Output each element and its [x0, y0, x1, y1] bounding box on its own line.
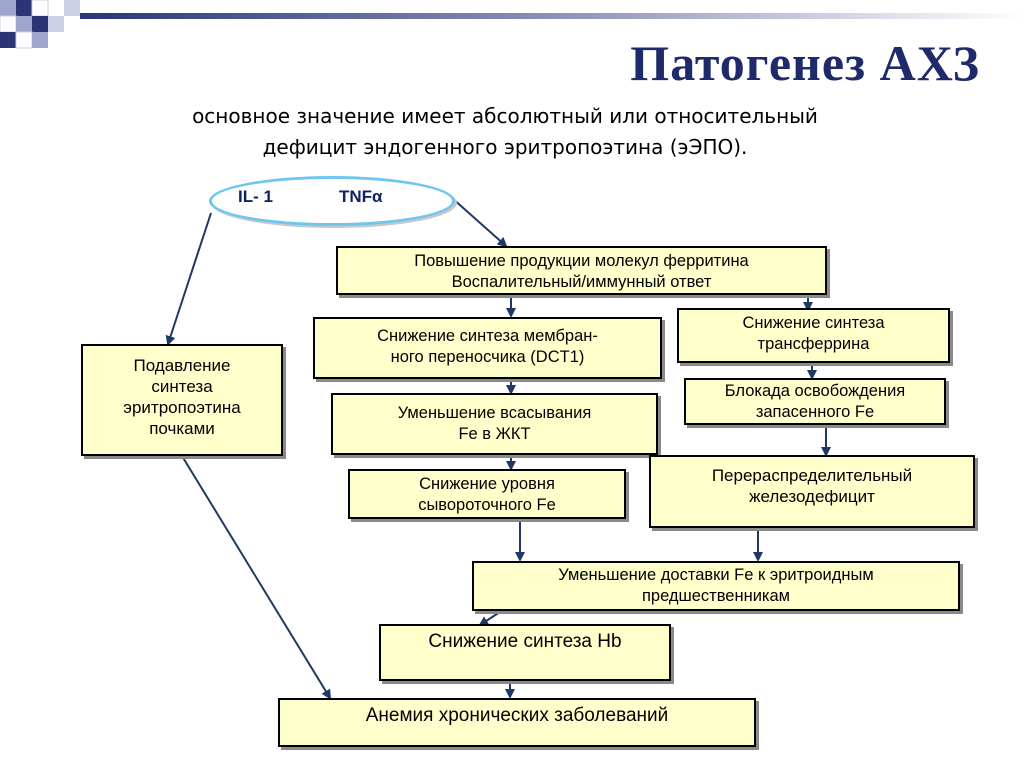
node-text-line: Подавление: [133, 356, 231, 375]
node-fe-absorption: Уменьшение всасывания Fe в ЖКТ: [331, 393, 658, 455]
arrow-delivery-to-hb: [478, 609, 504, 627]
node-text-line: Снижение уровня: [419, 475, 555, 493]
node-text-line: Перераспределительный: [711, 466, 913, 485]
node-text-line: сывороточного Fe: [418, 496, 556, 514]
arrow-ellipse-to-epo: [165, 212, 212, 346]
node-hb-synthesis: Снижение синтеза Hb: [379, 624, 671, 681]
subtitle-line-2: дефицит эндогенного эритропоэтина (эЭПО)…: [262, 135, 748, 159]
node-transferrin-synthesis: Снижение синтеза трансферрина: [677, 308, 950, 363]
node-text-line: синтеза: [151, 377, 213, 396]
node-text-line: ного переносчика (DCT1): [390, 348, 585, 366]
node-ferritin-production: Повышение продукции молекул ферритина Во…: [336, 246, 827, 295]
node-fe-delivery: Уменьшение доставки Fe к эритроидным пре…: [472, 561, 960, 611]
node-text-line: запасенного Fe: [755, 403, 875, 421]
node-text-line: железодефицит: [749, 487, 875, 506]
cytokine-ellipse: [209, 176, 455, 226]
node-text-line: Воспалительный/иммунный ответ: [451, 273, 712, 291]
node-text-line: эритропоэтина: [123, 398, 241, 417]
node-text-line: трансферрина: [757, 335, 870, 353]
node-dct1-synthesis: Снижение синтеза мембран- ного переносчи…: [313, 317, 662, 379]
arrow-ellipse-to-ferritin: [451, 197, 508, 248]
node-text-line: предшественникам: [641, 587, 791, 605]
node-text-line: Fe в ЖКТ: [458, 425, 531, 443]
node-text-line: Снижение синтеза Hb: [428, 631, 622, 652]
header-squares-decoration: [0, 0, 1024, 49]
tnf-alpha-label: TNFα: [339, 187, 383, 206]
node-text-line: Снижение синтеза мембран-: [377, 327, 598, 345]
node-text-line: Блокада освобождения: [724, 382, 906, 400]
node-text-line: Повышение продукции молекул ферритина: [414, 252, 749, 270]
node-serum-fe: Снижение уровня сывороточного Fe: [348, 469, 626, 519]
node-text-line: Анемия хронических заболеваний: [365, 705, 669, 726]
node-text-line: почками: [149, 419, 215, 438]
node-fe-release-blockade: Блокада освобождения запасенного Fe: [684, 378, 946, 425]
node-text-line: Уменьшение доставки Fe к эритроидным: [558, 566, 874, 584]
il1-label: IL- 1: [238, 187, 273, 206]
node-epo-suppression: Подавление синтеза эритропоэтина почками: [81, 344, 283, 456]
slide-title: Патогенез АХЗ: [630, 35, 980, 91]
slide-subtitle: основное значение имеет абсолютный или о…: [60, 101, 950, 163]
node-chronic-disease-anemia: Анемия хронических заболеваний: [278, 698, 756, 747]
arrow-epo-to-anemia: [181, 455, 332, 700]
header-decoration: [0, 0, 1024, 50]
node-redistributive-deficiency: Перераспределительный железодефицит: [649, 455, 975, 528]
node-text-line: Снижение синтеза: [742, 314, 885, 332]
node-text-line: Уменьшение всасывания: [397, 404, 592, 422]
subtitle-line-1: основное значение имеет абсолютный или о…: [192, 104, 818, 128]
